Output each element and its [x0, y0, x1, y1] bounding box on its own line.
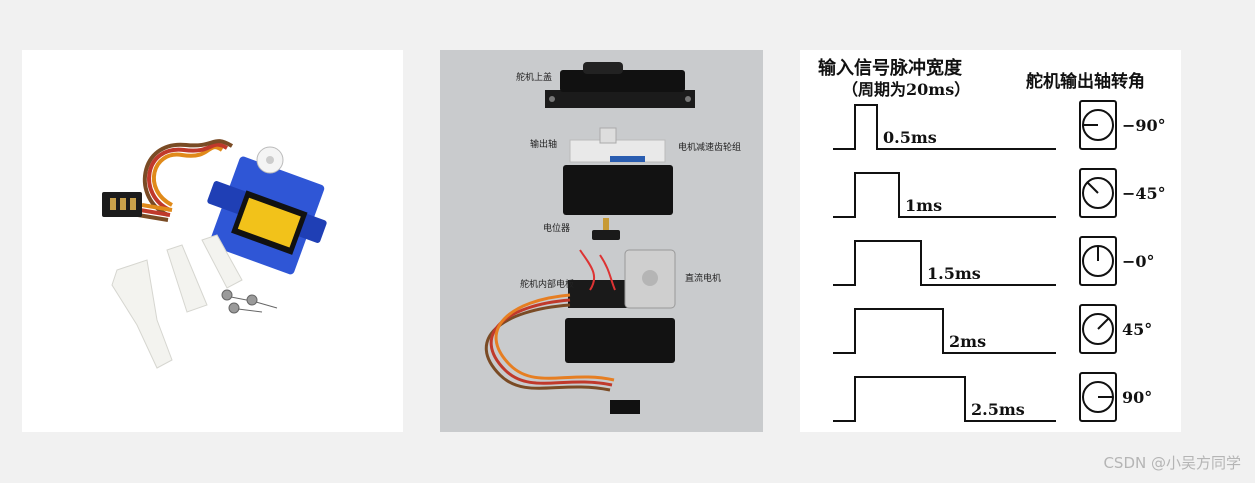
- label-top-cover: 舵机上盖: [516, 71, 552, 83]
- pulse-waveform: [833, 308, 1056, 354]
- servo-teardown-photo: 舵机上盖 输出轴 电机减速齿轮组 电位器 舵机内部电板 直流电机: [440, 50, 763, 432]
- dial-needle: [1086, 181, 1099, 194]
- servo-illustration: [102, 139, 327, 369]
- servo-product-photo: [22, 50, 403, 432]
- pulse-width-label: 0.5ms: [883, 128, 937, 147]
- label-dc-motor: 直流电机: [685, 272, 721, 284]
- angle-label: −45°: [1122, 184, 1166, 203]
- angle-label: 45°: [1122, 320, 1152, 339]
- teardown-illustration: 舵机上盖 输出轴 电机减速齿轮组 电位器 舵机内部电板 直流电机: [485, 62, 741, 414]
- left-title-line2: （周期为20ms）: [842, 80, 970, 99]
- pulse-row: 1ms −45°: [833, 168, 1166, 218]
- pulse-width-label: 2.5ms: [971, 400, 1025, 419]
- pulse-row: 2.5ms 90°: [833, 372, 1152, 422]
- label-output-shaft: 输出轴: [530, 138, 557, 150]
- dial-needle: [1097, 317, 1110, 330]
- dial-circle: [1082, 313, 1114, 345]
- label-gear-set: 电机减速齿轮组: [678, 141, 741, 153]
- pulse-angle-diagram: 输入信号脉冲宽度 （周期为20ms） 舵机输出轴转角 0.5ms −90° 1ms −…: [800, 50, 1181, 432]
- pulse-waveform: [833, 172, 1056, 218]
- pulse-waveform: [833, 376, 1056, 422]
- label-circuit-board: 舵机内部电板: [520, 278, 574, 290]
- pulse-row: 0.5ms −90°: [833, 100, 1166, 150]
- watermark: CSDN @小吴方同学: [1103, 454, 1241, 472]
- angle-label: 90°: [1122, 388, 1152, 407]
- pulse-row: 2ms 45°: [833, 304, 1152, 354]
- pulse-row: 1.5ms −0°: [833, 236, 1155, 286]
- pulse-width-label: 1.5ms: [927, 264, 981, 283]
- left-title-line1: 输入信号脉冲宽度: [818, 57, 963, 79]
- pulse-angle-svg: 输入信号脉冲宽度 （周期为20ms） 舵机输出轴转角 0.5ms −90° 1ms −…: [818, 57, 1166, 422]
- pulse-width-label: 2ms: [949, 332, 986, 351]
- right-title: 舵机输出轴转角: [1026, 71, 1145, 92]
- angle-label: −90°: [1122, 116, 1166, 135]
- pulse-width-label: 1ms: [905, 196, 942, 215]
- label-potentiometer: 电位器: [543, 222, 570, 234]
- angle-label: −0°: [1122, 252, 1155, 271]
- pulse-waveform: [833, 104, 1056, 150]
- dial-circle: [1082, 177, 1114, 209]
- pulse-waveform: [833, 240, 1056, 286]
